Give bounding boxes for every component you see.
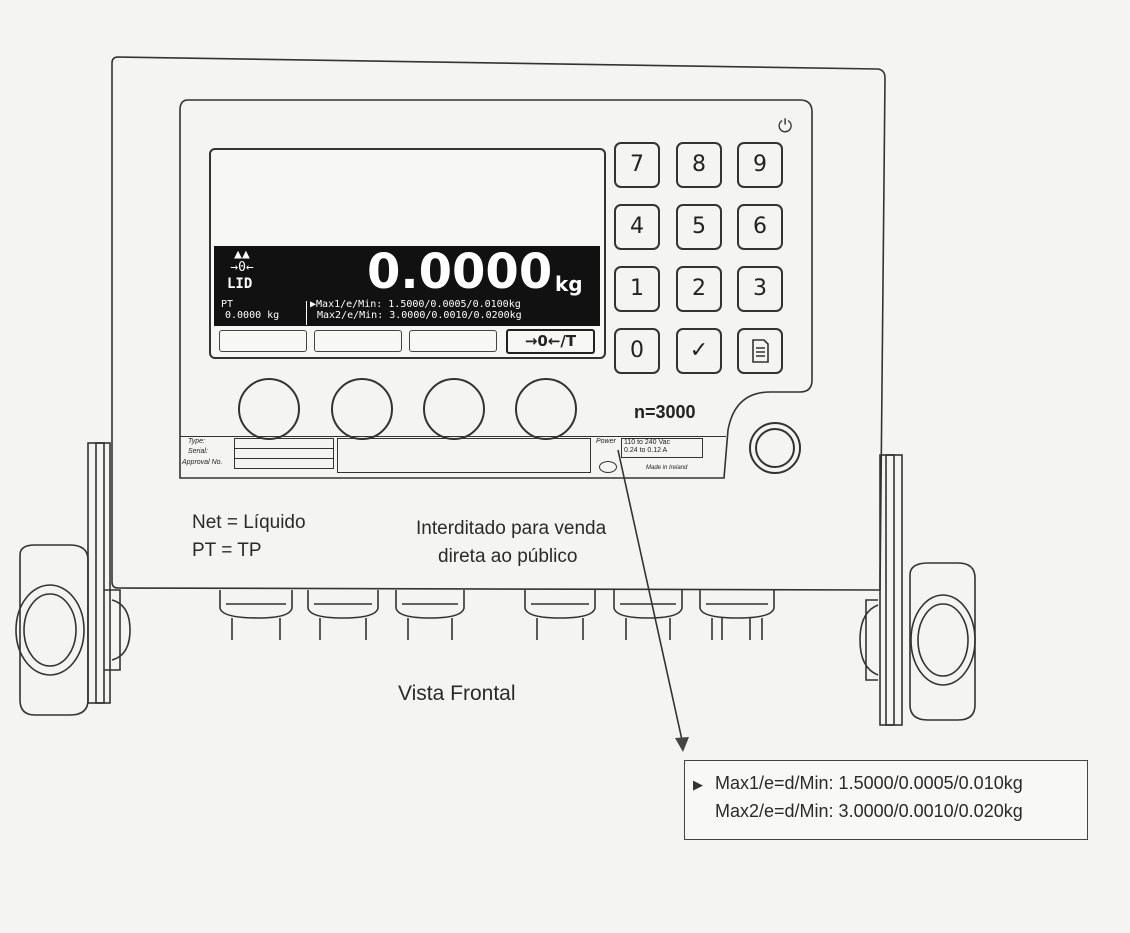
- approval-field: [234, 458, 334, 469]
- key-9[interactable]: 9: [737, 142, 783, 188]
- key-4[interactable]: 4: [614, 204, 660, 250]
- callout-line1: Max1/e=d/Min: 1.5000/0.0005/0.010kg: [715, 773, 1023, 793]
- info-divider: [306, 301, 307, 325]
- key-8[interactable]: 8: [676, 142, 722, 188]
- made-in-label: Made in Ireland: [646, 465, 688, 471]
- document-icon: [752, 339, 769, 363]
- label-area: [337, 438, 591, 473]
- info-band: [214, 300, 600, 326]
- zero-indicator-icon: ▲▲→0←: [230, 247, 254, 275]
- lcd-display: ▲▲→0← LID 0.0000 kg PT 0.0000 kg ▶Max1/e…: [209, 148, 606, 359]
- pt-value: 0.0000 kg: [225, 310, 280, 321]
- callout-arrow-icon: ▶: [693, 777, 703, 792]
- view-title: Vista Frontal: [398, 682, 516, 705]
- approval-label: Approval No.: [182, 459, 223, 466]
- net-equals-note: Net = Líquido: [192, 512, 306, 533]
- softkey-label-2: [314, 330, 402, 352]
- pt-label: PT: [221, 299, 234, 310]
- weight-band: [214, 246, 600, 301]
- key-0[interactable]: 0: [614, 328, 660, 374]
- numeric-keypad: 7 8 9 4 5 6 1 2 3 0 ✓: [614, 142, 794, 374]
- key-2[interactable]: 2: [676, 266, 722, 312]
- pt-equals-note: PT = TP: [192, 540, 262, 561]
- power-field: 110 to 240 Vac 0.24 to 0.12 A: [621, 438, 703, 458]
- softkey-label-3: [409, 330, 497, 352]
- range1-text: Max1/e/Min: 1.5000/0.0005/0.0100kg: [316, 299, 521, 310]
- callout-arrowhead: [675, 737, 689, 752]
- softkey-button-2[interactable]: [331, 378, 393, 440]
- weight-readout: 0.0000: [367, 244, 553, 300]
- cable-glands: [219, 590, 775, 640]
- callout-line2: Max2/e=d/Min: 3.0000/0.0010/0.020kg: [715, 801, 1023, 821]
- key-6[interactable]: 6: [737, 204, 783, 250]
- tare-softkey-label: →0←/T: [506, 329, 595, 354]
- tare-zero-button[interactable]: [515, 378, 577, 440]
- certification-mark-icon: [599, 461, 617, 473]
- range1-readout: ▶Max1/e/Min: 1.5000/0.0005/0.0100kg: [310, 299, 521, 310]
- front-panel-outline: [179, 99, 813, 479]
- softkey-button-1[interactable]: [238, 378, 300, 440]
- range2-readout: Max2/e/Min: 3.0000/0.0010/0.0200kg: [317, 310, 522, 321]
- interdict-note-line1: Interditado para venda: [416, 518, 607, 539]
- power-icon[interactable]: ⏻: [778, 116, 793, 136]
- power-line1: 110 to 240 Vac: [624, 439, 671, 446]
- power-label: Power: [596, 438, 616, 445]
- key-3[interactable]: 3: [737, 266, 783, 312]
- callout-leader-line: [617, 449, 683, 741]
- power-knob-inner: [755, 428, 795, 468]
- interdict-note-line2: direta ao público: [438, 546, 578, 567]
- print-key[interactable]: [737, 328, 783, 374]
- power-line2: 0.24 to 0.12 A: [624, 447, 668, 454]
- key-5[interactable]: 5: [676, 204, 722, 250]
- type-label: Type:: [188, 438, 205, 445]
- enter-key[interactable]: ✓: [676, 328, 722, 374]
- lid-label: LID: [227, 276, 253, 292]
- housing-outline: [111, 56, 886, 591]
- range-callout-box: ▶ Max1/e=d/Min: 1.5000/0.0005/0.010kg Ma…: [684, 760, 1088, 840]
- weight-unit: kg: [555, 272, 583, 296]
- serial-label: Serial:: [188, 448, 208, 455]
- softkey-label-1: [219, 330, 307, 352]
- division-count: n=3000: [634, 402, 696, 422]
- softkey-button-3[interactable]: [423, 378, 485, 440]
- key-7[interactable]: 7: [614, 142, 660, 188]
- nameplate: Type: Serial: Approval No. Power 110 to …: [180, 436, 726, 475]
- left-mounting-bracket: [15, 442, 131, 716]
- key-1[interactable]: 1: [614, 266, 660, 312]
- power-knob-outer[interactable]: [749, 422, 801, 474]
